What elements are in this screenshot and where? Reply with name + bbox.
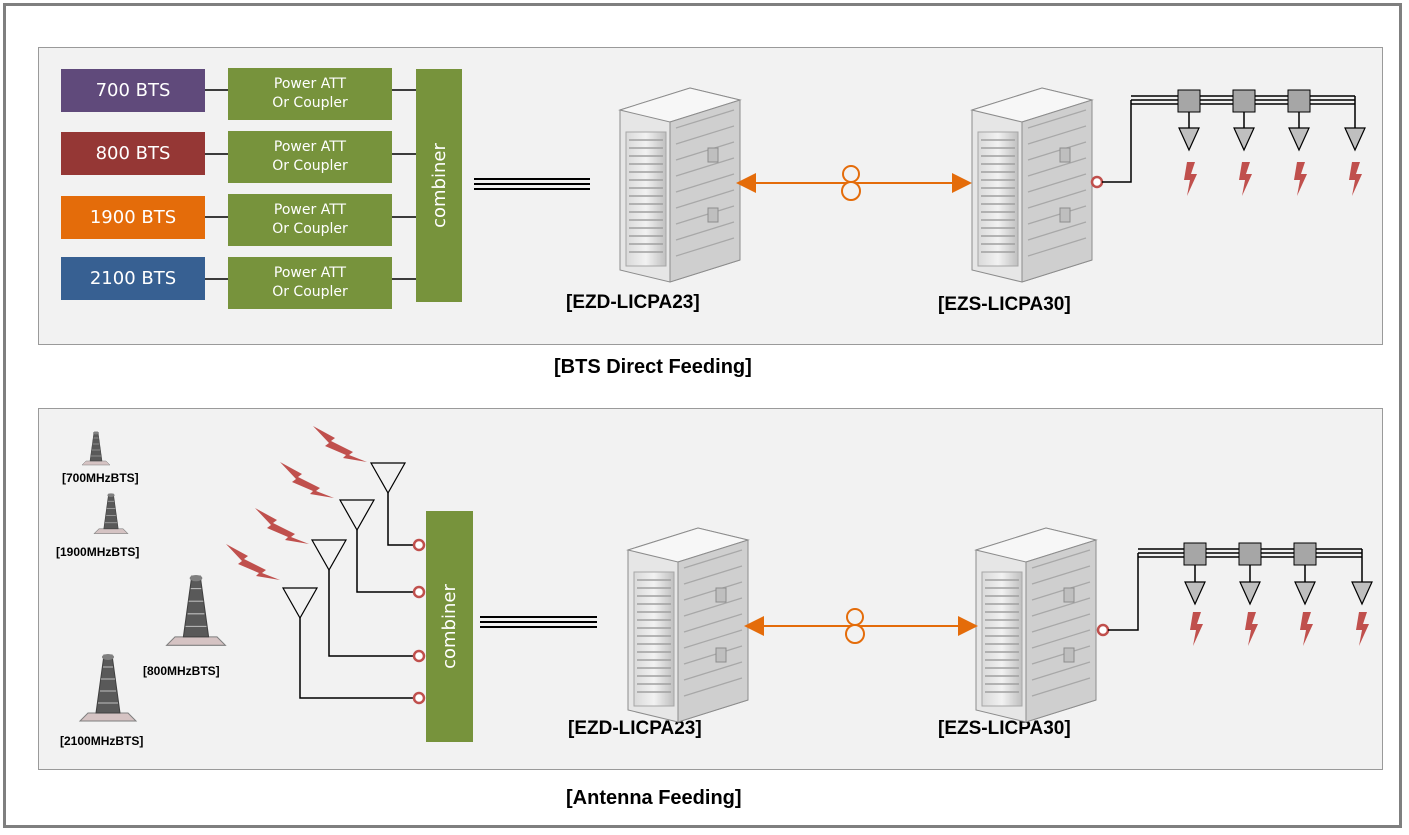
bts-800-label: 800 BTS — [95, 143, 171, 164]
bts-1900-label: 1900 BTS — [89, 207, 177, 228]
splitter-icon — [1232, 89, 1256, 113]
antenna-icon — [339, 499, 375, 531]
splitter-icon — [1293, 542, 1317, 566]
antenna-icon — [370, 462, 406, 494]
att-line1: Power ATT — [273, 265, 347, 281]
antenna-icon — [1288, 127, 1310, 151]
antenna-icon — [1184, 581, 1206, 605]
bts-2100-label: 2100 BTS — [89, 268, 177, 289]
remote-unit-direct-icon — [971, 87, 1093, 283]
port-icon — [1096, 623, 1110, 637]
lightning-icon — [1184, 162, 1197, 196]
bts-700-label: 700 BTS — [95, 80, 171, 101]
port-icon — [412, 691, 426, 705]
att-line1: Power ATT — [273, 139, 347, 155]
combiner-direct: combiner — [416, 69, 462, 302]
att-line1: Power ATT — [273, 76, 347, 92]
port-icon — [412, 585, 426, 599]
lightning-icon — [1356, 612, 1369, 646]
bts-1900mhz-label: [1900MHzBTS] — [56, 545, 140, 559]
caption-antenna: [Antenna Feeding] — [566, 787, 742, 809]
antenna-icon — [1344, 127, 1366, 151]
port-icon — [412, 649, 426, 663]
bts-700mhz-label: [700MHzBTS] — [62, 471, 139, 485]
lightning-icon — [1349, 162, 1362, 196]
att-line2: Or Coupler — [272, 221, 348, 237]
caption-direct: [BTS Direct Feeding] — [554, 356, 752, 378]
att-line2: Or Coupler — [272, 158, 348, 174]
lightning-icon — [280, 462, 334, 498]
antenna-icon — [1178, 127, 1200, 151]
port-icon — [412, 538, 426, 552]
power-att-box-2: Power ATT Or Coupler — [228, 131, 392, 183]
bts-700-box: 700 BTS — [61, 69, 205, 112]
bts-tower-icon — [79, 653, 137, 722]
antenna-icon — [1351, 581, 1373, 605]
antenna-icon — [1294, 581, 1316, 605]
trunk-line-direct — [474, 178, 590, 190]
bts-800mhz-label: [800MHzBTS] — [143, 664, 220, 678]
donor-unit-direct-icon — [619, 87, 741, 283]
att-line2: Or Coupler — [272, 284, 348, 300]
port-icon — [1090, 175, 1104, 189]
splitter-icon — [1177, 89, 1201, 113]
splitter-icon — [1183, 542, 1207, 566]
bts-800-box: 800 BTS — [61, 132, 205, 175]
antenna-icon — [1239, 581, 1261, 605]
fiber-loop-icon — [841, 165, 861, 201]
trunk-line-antenna — [480, 616, 597, 628]
bts-1900-box: 1900 BTS — [61, 196, 205, 239]
das-network-direct — [1090, 89, 1366, 196]
fiber-link-direct — [736, 165, 972, 201]
lightning-icon — [1239, 162, 1252, 196]
lightning-icon — [313, 426, 367, 462]
splitter-icon — [1238, 542, 1262, 566]
remote-model-direct: [EZS-LICPA30] — [938, 294, 1071, 315]
bts-2100mhz-label: [2100MHzBTS] — [60, 734, 144, 748]
antenna-icon — [311, 539, 347, 571]
lightning-icon — [1294, 162, 1307, 196]
das-network-antenna — [1096, 542, 1373, 646]
lightning-icon — [1190, 612, 1203, 646]
bts-tower-icon — [93, 493, 129, 534]
fiber-link-antenna — [744, 608, 978, 644]
antenna-icon — [1233, 127, 1255, 151]
bts-2100-box: 2100 BTS — [61, 257, 205, 300]
bts-tower-icon — [166, 574, 226, 646]
att-line1: Power ATT — [273, 202, 347, 218]
lightning-icon — [226, 544, 280, 580]
lightning-icon — [255, 508, 309, 544]
remote-model-antenna: [EZS-LICPA30] — [938, 718, 1071, 739]
remote-unit-antenna-icon — [975, 527, 1097, 723]
donor-model-direct: [EZD-LICPA23] — [566, 292, 700, 313]
antenna-icon — [282, 587, 318, 619]
att-line2: Or Coupler — [272, 95, 348, 111]
bts-att-connectors — [205, 89, 416, 280]
splitter-icon — [1287, 89, 1311, 113]
lightning-icon — [1245, 612, 1258, 646]
bts-tower-icon — [81, 431, 111, 466]
power-att-box-1: Power ATT Or Coupler — [228, 68, 392, 120]
donor-unit-antenna-icon — [627, 527, 749, 723]
lightning-icon — [1300, 612, 1313, 646]
combiner-antenna: combiner — [426, 511, 473, 742]
diagram-frame — [3, 3, 1402, 828]
fiber-loop-icon — [845, 608, 865, 644]
power-att-box-4: Power ATT Or Coupler — [228, 257, 392, 309]
power-att-box-3: Power ATT Or Coupler — [228, 194, 392, 246]
donor-antennas — [282, 462, 426, 705]
donor-model-antenna: [EZD-LICPA23] — [568, 718, 702, 739]
